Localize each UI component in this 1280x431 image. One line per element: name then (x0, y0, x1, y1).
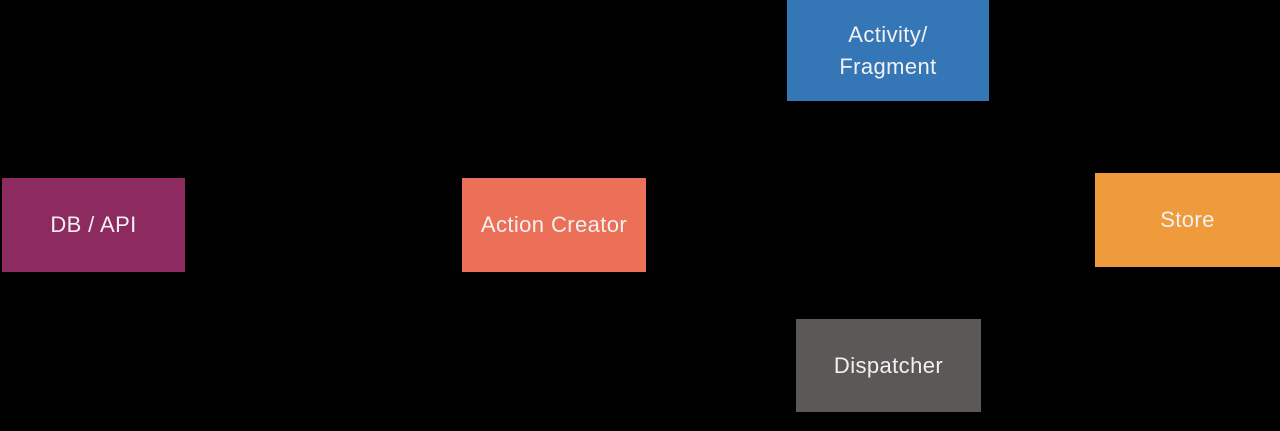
node-activity-fragment: Activity/ Fragment (787, 0, 989, 101)
node-label: Activity/ (848, 21, 928, 47)
node-label: Dispatcher (833, 352, 944, 378)
node-label: Store (1160, 207, 1215, 232)
node-label: Action Creator (480, 212, 628, 237)
node-store: Store (1095, 173, 1280, 267)
node-dispatcher: Dispatcher (796, 319, 981, 412)
node-label: DB / API (50, 212, 137, 237)
node-action-creator: Action Creator (462, 178, 646, 272)
node-label: Fragment (839, 53, 937, 79)
node-db-api: DB / API (2, 178, 185, 272)
